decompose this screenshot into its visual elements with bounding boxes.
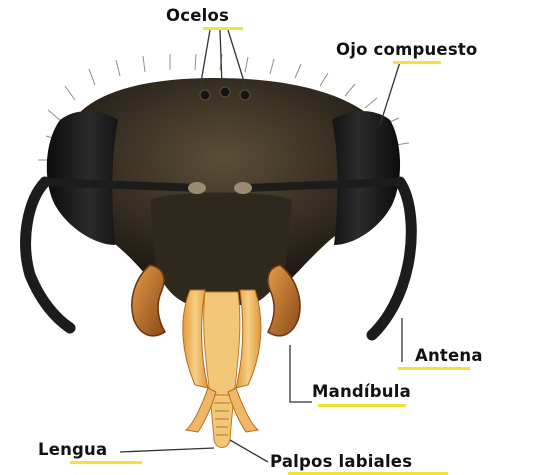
mandible-left	[132, 265, 165, 336]
underline-ojo-compuesto	[393, 61, 441, 64]
proboscis	[183, 290, 261, 448]
label-mandibula: Mandíbula	[312, 382, 411, 401]
compound-eye-left	[47, 111, 118, 245]
label-antena: Antena	[415, 346, 483, 365]
mandible-right	[268, 265, 300, 336]
compound-eye-right	[332, 111, 400, 245]
label-palpos-labiales: Palpos labiales	[270, 452, 412, 471]
label-ojo-compuesto: Ojo compuesto	[336, 40, 477, 59]
underline-mandibula	[318, 404, 406, 407]
underline-lengua	[70, 461, 142, 464]
underline-antena	[398, 367, 470, 370]
underline-ocelos	[203, 27, 243, 30]
label-ocelos: Ocelos	[166, 6, 229, 25]
label-lengua: Lengua	[38, 440, 107, 459]
